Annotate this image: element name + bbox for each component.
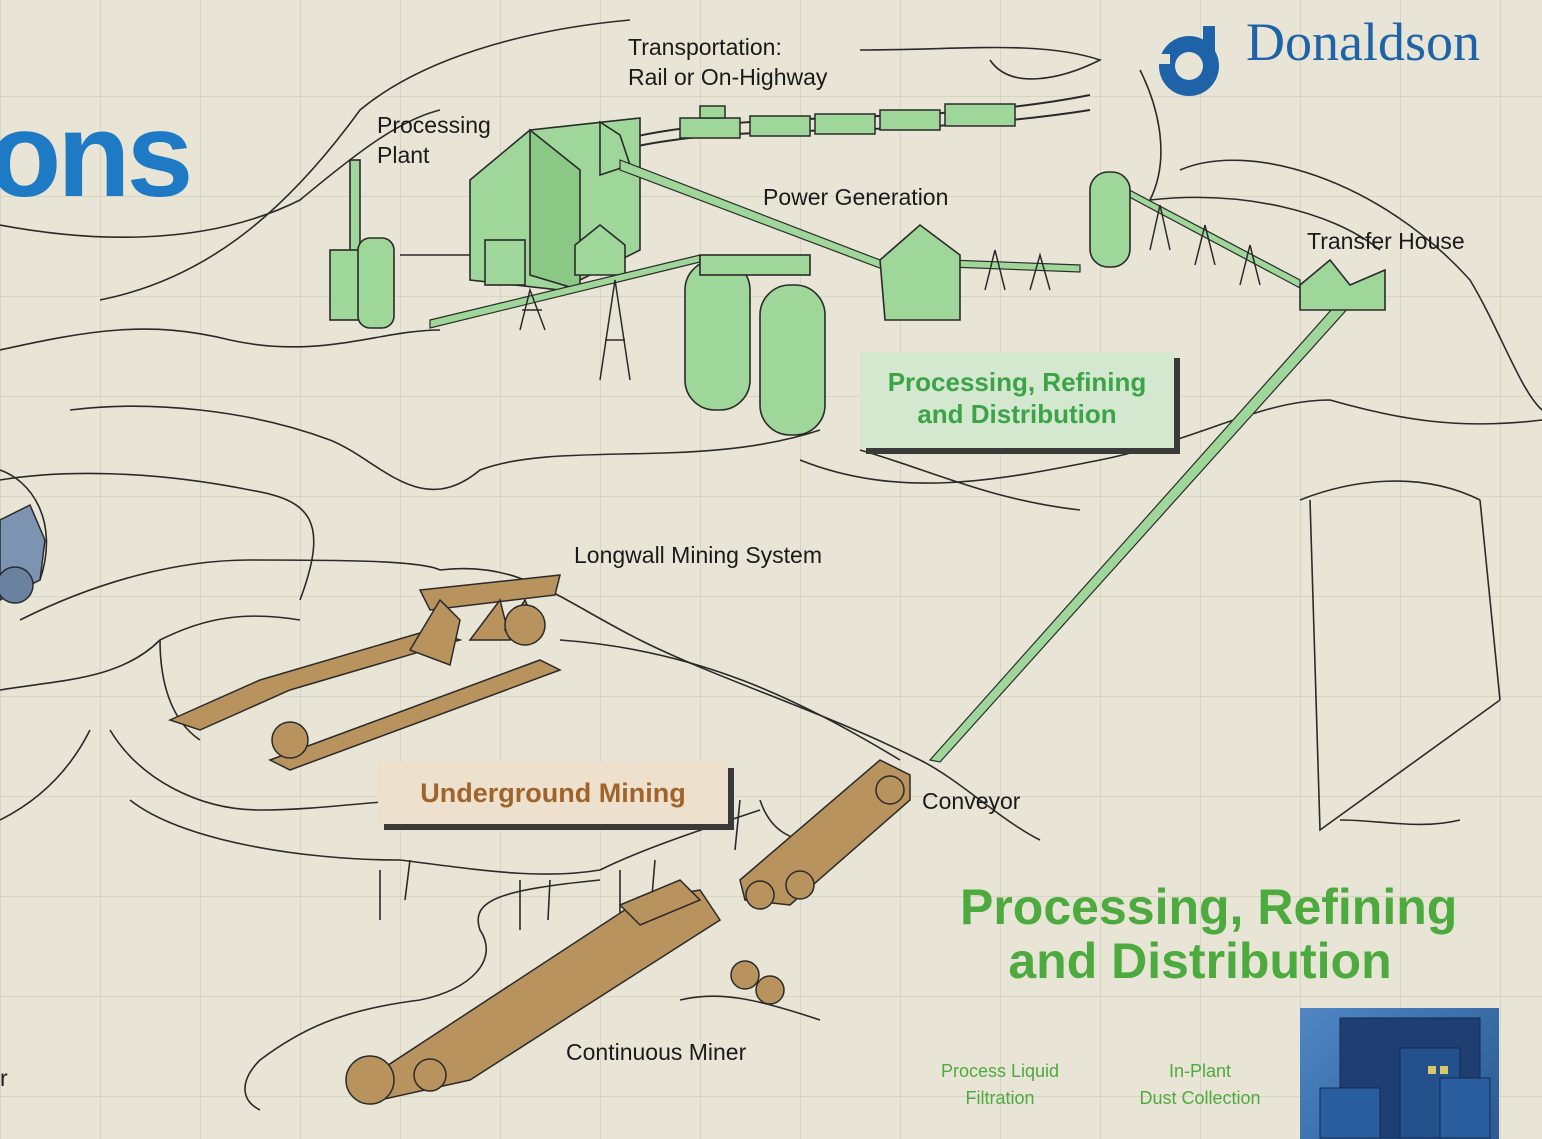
page-title-fragment: ons bbox=[0, 88, 193, 222]
company-name: Donaldson bbox=[1246, 12, 1480, 72]
callout-underground-mining: Underground Mining bbox=[378, 762, 728, 824]
truck-icon bbox=[0, 503, 46, 604]
label-power-generation: Power Generation bbox=[763, 184, 949, 210]
label-transfer-house: Transfer House bbox=[1307, 228, 1465, 254]
section-title: Processing, Refining and Distribution bbox=[960, 879, 1458, 989]
item-in-plant-dust-collection: In-Plant Dust Collection bbox=[1139, 1061, 1261, 1108]
label-longwall-mining-system: Longwall Mining System bbox=[574, 542, 823, 568]
label-left-fragment: r bbox=[0, 1065, 8, 1091]
label-conveyor: Conveyor bbox=[922, 788, 1021, 814]
callout-processing-refining: Processing, Refining and Distribution bbox=[860, 352, 1174, 448]
item-process-liquid-filtration: Process Liquid Filtration bbox=[940, 1061, 1060, 1108]
label-processing-plant: Processing Plant bbox=[377, 112, 491, 168]
continuous-miner bbox=[345, 759, 911, 1105]
longwall-mining-system bbox=[167, 574, 562, 771]
train-icon bbox=[619, 94, 1091, 151]
donaldson-logo-icon bbox=[1148, 18, 1230, 100]
silos bbox=[684, 171, 1386, 436]
trestles bbox=[519, 204, 1261, 381]
label-continuous-miner: Continuous Miner bbox=[566, 1039, 747, 1065]
conveyor-lines bbox=[429, 159, 1351, 763]
dust-collector-photo-icon bbox=[1300, 1008, 1499, 1139]
processing-plant bbox=[329, 117, 641, 329]
label-transportation: Transportation: Rail or On-Highway bbox=[628, 34, 828, 90]
terrain-sketch bbox=[0, 19, 1542, 1111]
